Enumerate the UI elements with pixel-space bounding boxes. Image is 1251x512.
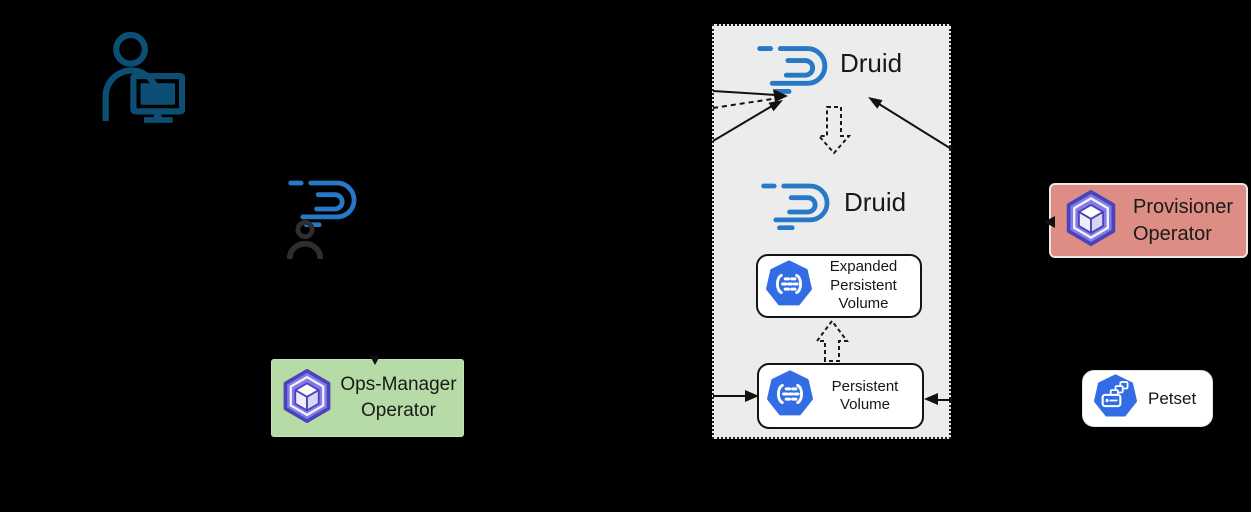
person-icon — [286, 219, 324, 261]
persistent-volume-icon — [765, 259, 813, 314]
druid-logo — [757, 39, 833, 94]
provisioner-operator-box: Provisioner Operator — [1049, 183, 1248, 258]
persistent-volume-box: Persistent Volume — [757, 363, 924, 429]
persistent-volume-label: Persistent Volume — [831, 377, 899, 414]
ops-manager-operator-label: Ops-Manager Operator — [340, 374, 457, 421]
expanded-persistent-volume-label: Expanded Persistent Volume — [829, 258, 898, 313]
ops-manager-operator-box: Ops-Manager Operator — [271, 359, 464, 437]
user-at-computer-icon — [99, 31, 186, 123]
operator-cube-icon — [280, 368, 334, 429]
petset-icon — [1093, 373, 1138, 425]
druid-logo — [761, 177, 835, 231]
expanded-persistent-volume-box: Expanded Persistent Volume — [756, 254, 922, 318]
provisioner-operator-label: Provisioner Operator — [1133, 195, 1234, 245]
petset-box: Petset — [1082, 370, 1213, 427]
persistent-volume-icon — [766, 369, 814, 424]
operator-cube-icon — [1063, 189, 1119, 252]
druid-top-label: Druid — [840, 48, 903, 78]
petset-label: Petset — [1148, 388, 1197, 408]
druid-bottom-label: Druid — [844, 187, 907, 217]
